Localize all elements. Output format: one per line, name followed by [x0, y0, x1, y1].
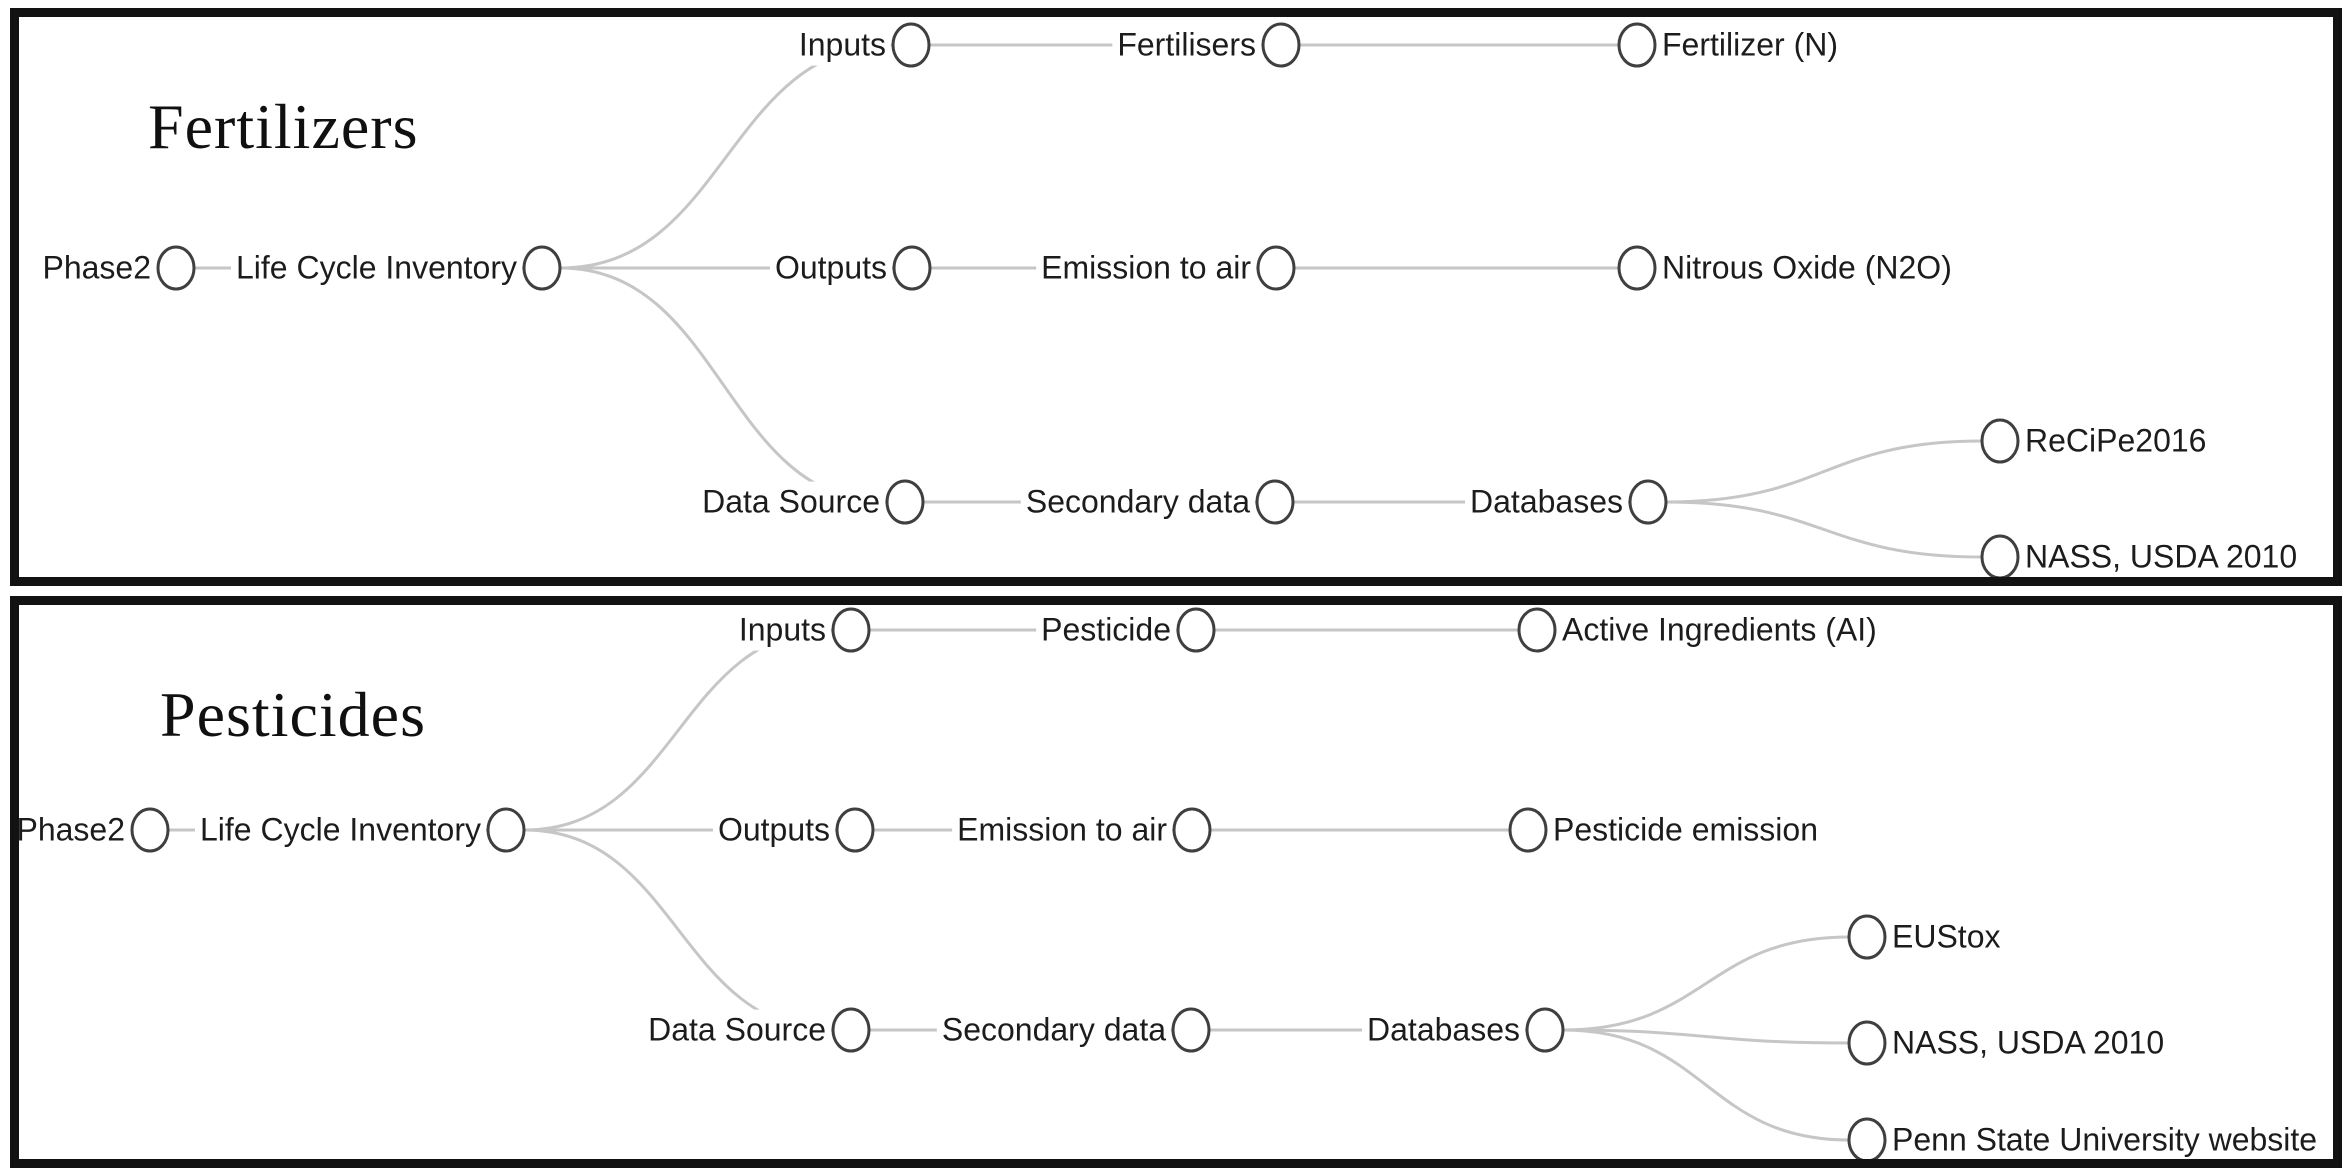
node-label-fertilisers: Fertilisers: [1112, 24, 1261, 66]
edge-databases-to-penn-state: [1562, 1028, 1850, 1142]
node-circle-pesticide-emission: [1508, 807, 1548, 853]
node-circle-pesticide: [1176, 607, 1216, 653]
edge-databases-to-nass-usda-2010: [1562, 1028, 1850, 1045]
node-label-lci: Life Cycle Inventory: [230, 247, 522, 289]
node-circle-phase2: [130, 807, 170, 853]
node-label-nitrous-oxide: Nitrous Oxide (N2O): [1657, 247, 1957, 289]
node-circle-lci: [486, 807, 526, 853]
node-circle-inputs: [831, 607, 871, 653]
node-circle-databases: [1628, 479, 1668, 525]
node-circle-nitrous-oxide: [1617, 245, 1657, 291]
node-circle-emission-to-air: [1172, 807, 1212, 853]
node-label-phase2: Phase2: [37, 247, 156, 289]
node-label-nass-usda-2010: NASS, USDA 2010: [2020, 536, 2303, 578]
node-circle-lci: [522, 245, 562, 291]
node-circle-phase2: [156, 245, 196, 291]
node-circle-emission-to-air: [1256, 245, 1296, 291]
node-label-outputs: Outputs: [712, 809, 835, 851]
node-circle-recipe2016: [1980, 418, 2020, 464]
node-circle-active-ingredients: [1517, 607, 1557, 653]
edge-databases-to-nass-usda-2010: [1665, 500, 1983, 559]
node-circle-data-source: [831, 1007, 871, 1053]
node-label-data-source: Data Source: [643, 1009, 831, 1051]
node-label-lci: Life Cycle Inventory: [194, 809, 486, 851]
node-label-emission-to-air: Emission to air: [1036, 247, 1256, 289]
node-label-active-ingredients: Active Ingredients (AI): [1557, 609, 1882, 651]
edge-databases-to-recipe2016: [1665, 439, 1983, 504]
node-circle-secondary-data: [1171, 1007, 1211, 1053]
node-label-outputs: Outputs: [769, 247, 892, 289]
node-label-phase2: Phase2: [11, 809, 130, 851]
node-circle-inputs: [891, 22, 931, 68]
node-label-penn-state: Penn State University website: [1887, 1119, 2323, 1161]
node-circle-outputs: [835, 807, 875, 853]
node-label-secondary-data: Secondary data: [1020, 481, 1255, 523]
node-label-databases: Databases: [1362, 1009, 1525, 1051]
node-circle-fertilizer-n: [1617, 22, 1657, 68]
node-label-data-source: Data Source: [697, 481, 885, 523]
node-circle-data-source: [885, 479, 925, 525]
node-circle-fertilisers: [1261, 22, 1301, 68]
node-circle-secondary-data: [1255, 479, 1295, 525]
node-label-eustox: EUStox: [1887, 916, 2006, 958]
node-label-fertilizer-n: Fertilizer (N): [1657, 24, 1843, 66]
node-label-secondary-data: Secondary data: [936, 1009, 1171, 1051]
panel-title-pesticides: Pesticides: [160, 679, 426, 750]
panel-title-fertilizers: Fertilizers: [148, 91, 419, 162]
node-label-inputs: Inputs: [793, 24, 891, 66]
edge-databases-to-eustox: [1562, 935, 1850, 1032]
node-label-pesticide: Pesticide: [1036, 609, 1176, 651]
node-circle-eustox: [1847, 914, 1887, 960]
node-circle-nass-usda-2010: [1847, 1020, 1887, 1066]
node-label-databases: Databases: [1465, 481, 1628, 523]
node-label-inputs: Inputs: [733, 609, 831, 651]
node-label-nass-usda-2010: NASS, USDA 2010: [1887, 1022, 2170, 1064]
node-label-pesticide-emission: Pesticide emission: [1548, 809, 1823, 851]
node-circle-databases: [1525, 1007, 1565, 1053]
node-label-emission-to-air: Emission to air: [952, 809, 1172, 851]
node-label-recipe2016: ReCiPe2016: [2020, 420, 2212, 462]
node-circle-outputs: [892, 245, 932, 291]
